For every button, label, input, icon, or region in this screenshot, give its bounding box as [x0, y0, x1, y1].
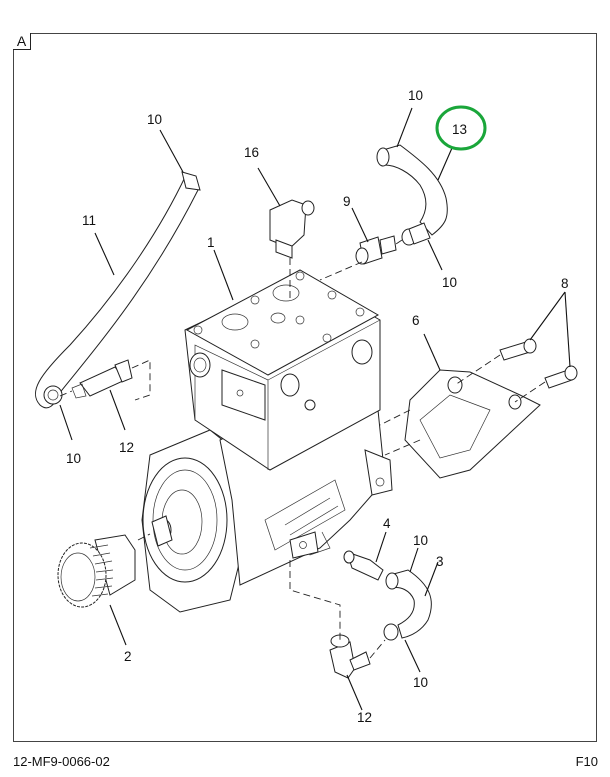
callout-9[interactable]: 9 — [343, 194, 351, 209]
bracket-6[interactable] — [404, 369, 541, 479]
elbow-fitting-12-bottom[interactable] — [329, 634, 371, 679]
leader-lines — [59, 107, 571, 711]
callout-labels: 10 11 10 12 16 1 9 10 13 10 8 6 2 4 10 3… — [66, 88, 569, 725]
highlight-ring — [435, 105, 487, 151]
callout-11[interactable]: 11 — [82, 213, 96, 228]
gear[interactable] — [57, 534, 136, 608]
drawing-frame — [13, 33, 597, 742]
callout-10[interactable]: 10 — [442, 275, 457, 290]
bolts-8[interactable] — [499, 338, 578, 389]
callout-10[interactable]: 10 — [66, 451, 81, 466]
assembly-lines — [59, 239, 546, 659]
hose-11[interactable] — [34, 171, 201, 409]
drawing-number: 12-MF9-0066-02 — [13, 754, 110, 769]
callout-12[interactable]: 12 — [119, 440, 134, 455]
callout-16[interactable]: 16 — [244, 145, 259, 160]
callout-12[interactable]: 12 — [357, 710, 372, 725]
fitting-9[interactable] — [355, 235, 397, 265]
callout-6[interactable]: 6 — [412, 313, 420, 328]
view-label: A — [13, 33, 31, 50]
hose-13[interactable] — [376, 144, 448, 246]
callout-3[interactable]: 3 — [436, 554, 444, 569]
callout-4[interactable]: 4 — [383, 516, 391, 531]
callout-1[interactable]: 1 — [207, 235, 215, 250]
callout-10[interactable]: 10 — [408, 88, 423, 103]
fitting-4[interactable] — [343, 550, 384, 581]
callout-8[interactable]: 8 — [561, 276, 569, 291]
callout-2[interactable]: 2 — [124, 649, 132, 664]
callout-13[interactable]: 13 — [452, 122, 467, 137]
hose-3[interactable] — [383, 569, 432, 641]
callout-10[interactable]: 10 — [147, 112, 162, 127]
elbow-fitting-16[interactable] — [269, 199, 315, 259]
callout-10[interactable]: 10 — [413, 533, 428, 548]
callout-10[interactable]: 10 — [413, 675, 428, 690]
fitting-12-left[interactable] — [71, 359, 133, 399]
air-compressor[interactable] — [141, 269, 393, 613]
figure-code: F10 — [575, 754, 598, 769]
